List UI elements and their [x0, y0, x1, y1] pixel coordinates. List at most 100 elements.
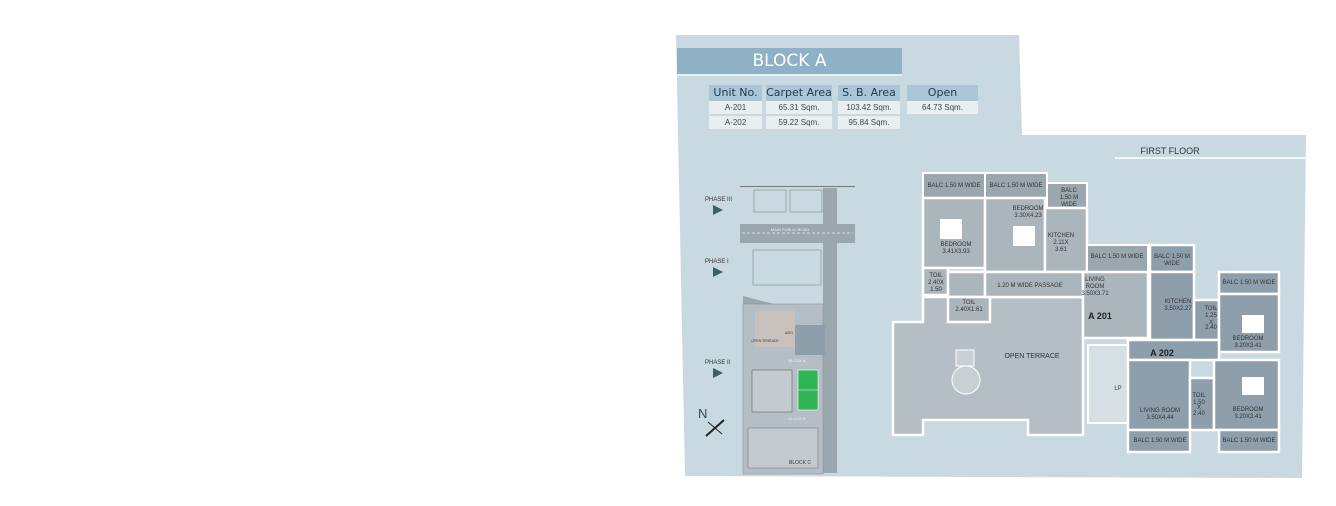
living-room-a201: [1081, 270, 1150, 340]
road-label: MAIN PUBLIC ROAD: [771, 227, 809, 232]
room-label: 3.50X3.71: [1081, 291, 1109, 297]
room-label: 1.20 M WIDE PASSAGE: [997, 283, 1063, 289]
plan-shape: [1192, 298, 1221, 342]
plan-shape: [789, 189, 823, 213]
site-plan: MAIN PUBLIC ROAD OPEN TERRACE A201 BLOCK…: [698, 186, 855, 475]
room-label: BALC 1.50 M WIDE: [989, 183, 1042, 189]
plan-shape: [1046, 182, 1088, 209]
room-label: TOIL: [1192, 393, 1206, 399]
room-label: BLOCK B: [788, 416, 806, 421]
table-cell: A-202: [709, 116, 762, 129]
internal-road: [823, 188, 837, 224]
room-label: OPEN TERRACE: [1004, 353, 1059, 360]
plan-shape: [1126, 428, 1192, 454]
room-label: BALC 1.50 M WIDE: [927, 183, 980, 189]
plan-shape: [984, 172, 1048, 199]
room-label: 1.50 M: [1060, 195, 1078, 201]
kitchen-a202: [1148, 270, 1196, 342]
compass-icon: [705, 419, 725, 437]
room-label: LIVING ROOM: [1140, 408, 1180, 414]
table-cell: 95.84 Sqm.: [838, 116, 900, 129]
room-label: BEDROOM: [1232, 336, 1263, 342]
room-label: 2.40: [1205, 325, 1217, 331]
room-label: 1.50: [930, 287, 942, 293]
room-label: BALC 1.50 M WIDE: [1222, 438, 1275, 444]
unit-a201-label: A 201: [1088, 311, 1112, 321]
room-label: 2.40X1.61: [955, 307, 983, 313]
block-title: BLOCK A: [752, 51, 827, 71]
room-label: 1.50: [1193, 400, 1205, 406]
room-label: BALC 1.50 M: [1154, 254, 1190, 260]
plan-shape: [946, 295, 992, 324]
room-label: 1.25: [1205, 313, 1217, 319]
table-cell: 64.73 Sqm.: [907, 101, 978, 114]
room-label: 2.40: [1193, 411, 1205, 417]
phase-ii-label: PHASE II: [705, 360, 731, 366]
lift-stair: [1087, 344, 1129, 424]
arrow-icon: [713, 267, 723, 277]
room-label: TOIL: [929, 273, 943, 279]
room-label: A201: [785, 331, 793, 335]
room-label: 3.50X4.44: [1146, 415, 1174, 421]
room-label: TOIL: [962, 300, 976, 306]
plan-shape: [752, 249, 822, 286]
plan-shape: [1013, 226, 1035, 246]
floor-plan: OPEN TERRACE BALC 1.50 M WIDE BALC 1.50 …: [891, 172, 1281, 454]
arrow-icon: [713, 368, 723, 378]
plan-shape: [753, 189, 787, 213]
plan-shape: [951, 365, 981, 395]
room-label: BALC 1.50 M WIDE: [1222, 280, 1275, 286]
room-label: WIDE: [1164, 261, 1180, 267]
room-label: BEDROOM: [1012, 206, 1043, 212]
plan-shape: [1217, 428, 1281, 454]
site-block-c: [747, 427, 819, 469]
plan-shape: [1242, 315, 1264, 333]
room-label: BLOCK C: [789, 460, 811, 466]
kitchen-a201: [1043, 206, 1089, 274]
room-label: KITCHEN: [1048, 233, 1074, 239]
passage: [983, 270, 1085, 299]
site-block-a: [755, 311, 795, 347]
plan-shape: [740, 186, 855, 187]
room-label: 3.50X2.27: [1164, 306, 1192, 312]
room-label: BALC: [1061, 188, 1077, 194]
header-unit: Unit No.: [709, 85, 762, 101]
phase-iii-label: PHASE III: [705, 197, 732, 203]
bedroom-a202-2: [1212, 358, 1281, 432]
main-public-road: [740, 224, 855, 243]
room-label: ROOM: [1086, 284, 1105, 290]
table-cell: 103.42 Sqm.: [838, 101, 900, 114]
phase-i-label: PHASE I: [705, 259, 729, 265]
room-label: 2.11X: [1053, 240, 1068, 246]
room-label: 3.61: [1055, 247, 1067, 253]
room-label: X: [1197, 405, 1201, 411]
header-sb-area: S. B. Area: [838, 85, 900, 101]
header-carpet-area: Carpet Area: [766, 85, 832, 101]
plan-shape: [795, 325, 825, 355]
room-label: 3.30X4.23: [1014, 213, 1042, 219]
room-label: BEDROOM: [1232, 407, 1263, 413]
room-label: LIVING: [1085, 277, 1105, 283]
plan-shape: [946, 270, 987, 299]
plan-shape: [955, 349, 975, 367]
plan-shape: [823, 243, 837, 473]
room-label: 3.20X3.41: [1234, 343, 1262, 349]
room-label: OPEN TERRACE: [751, 339, 779, 343]
room-label: 3.41X3.93: [942, 249, 970, 255]
plan-shape: [707, 421, 723, 435]
room-label: LP: [1114, 386, 1121, 392]
arrow-icon: [713, 205, 723, 215]
room-label: KITCHEN: [1165, 299, 1191, 305]
room-label: BALC 1.50 M WIDE: [1133, 438, 1186, 444]
room-label: 3.20X3.41: [1234, 414, 1262, 420]
table-cell: 65.31 Sqm.: [766, 101, 832, 114]
table-cell: A-201: [709, 101, 762, 114]
site-block-b: [751, 369, 793, 413]
unit-a202-label: A 202: [1150, 348, 1174, 358]
north-label: N: [698, 406, 707, 421]
room-label: BALC 1.50 M WIDE: [1090, 254, 1143, 260]
room-label: TOIL: [1204, 306, 1218, 312]
plan-shape: [1242, 377, 1264, 395]
open-terrace: [891, 295, 1085, 437]
